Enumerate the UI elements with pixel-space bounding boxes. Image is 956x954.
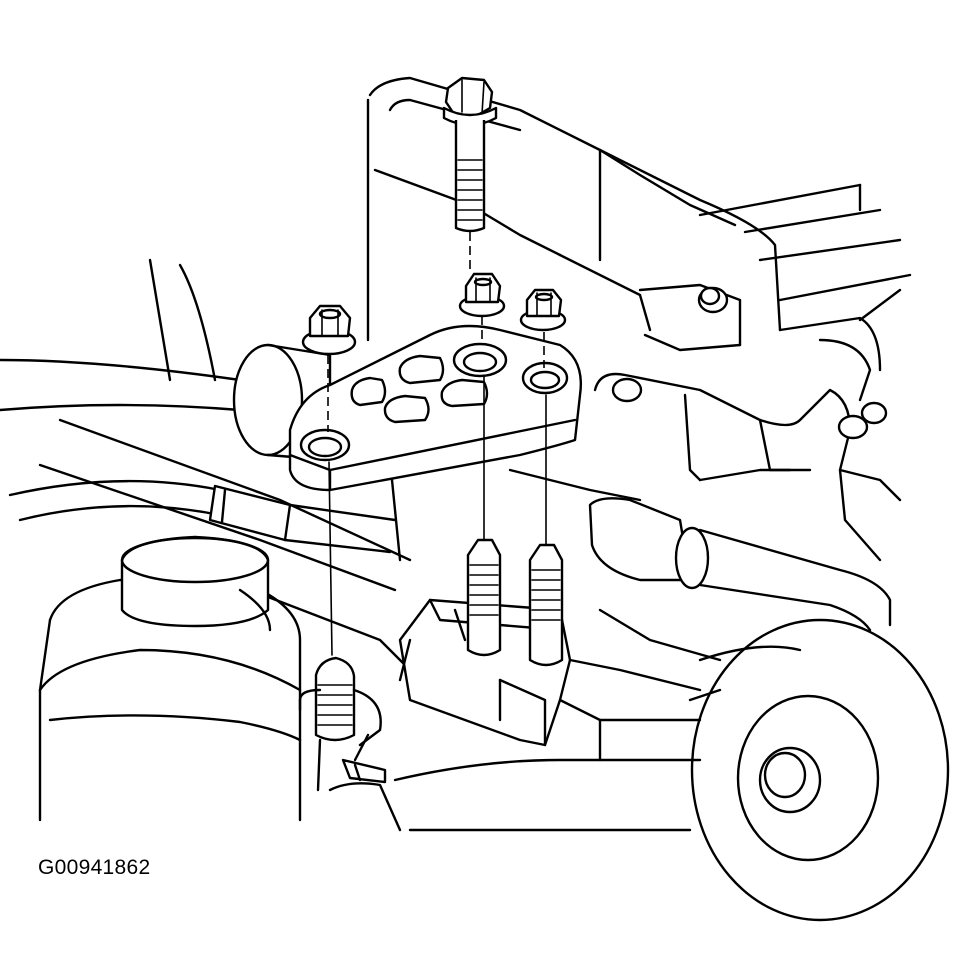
flange-nut-right [519,288,567,332]
fluid-reservoir [38,535,302,822]
mount-through-bolt [442,76,498,233]
engine-mount-bracket [288,324,582,492]
flange-nut-left [301,304,357,356]
engine-side-bracket [593,338,902,562]
mount-stud-right [528,543,564,667]
mount-stud-left [466,538,502,657]
block-stud [697,286,729,314]
lower-structure [393,608,722,832]
frame-stud [298,656,382,822]
frame-rail [0,258,642,702]
hose-clip [328,733,402,832]
crank-pulley [688,618,950,922]
flange-nut-center [458,272,506,318]
coolant-hose [8,479,892,632]
engine-block-outline [366,76,912,562]
figure-id-label: G00941862 [38,856,151,879]
alignment-lines [327,232,547,656]
